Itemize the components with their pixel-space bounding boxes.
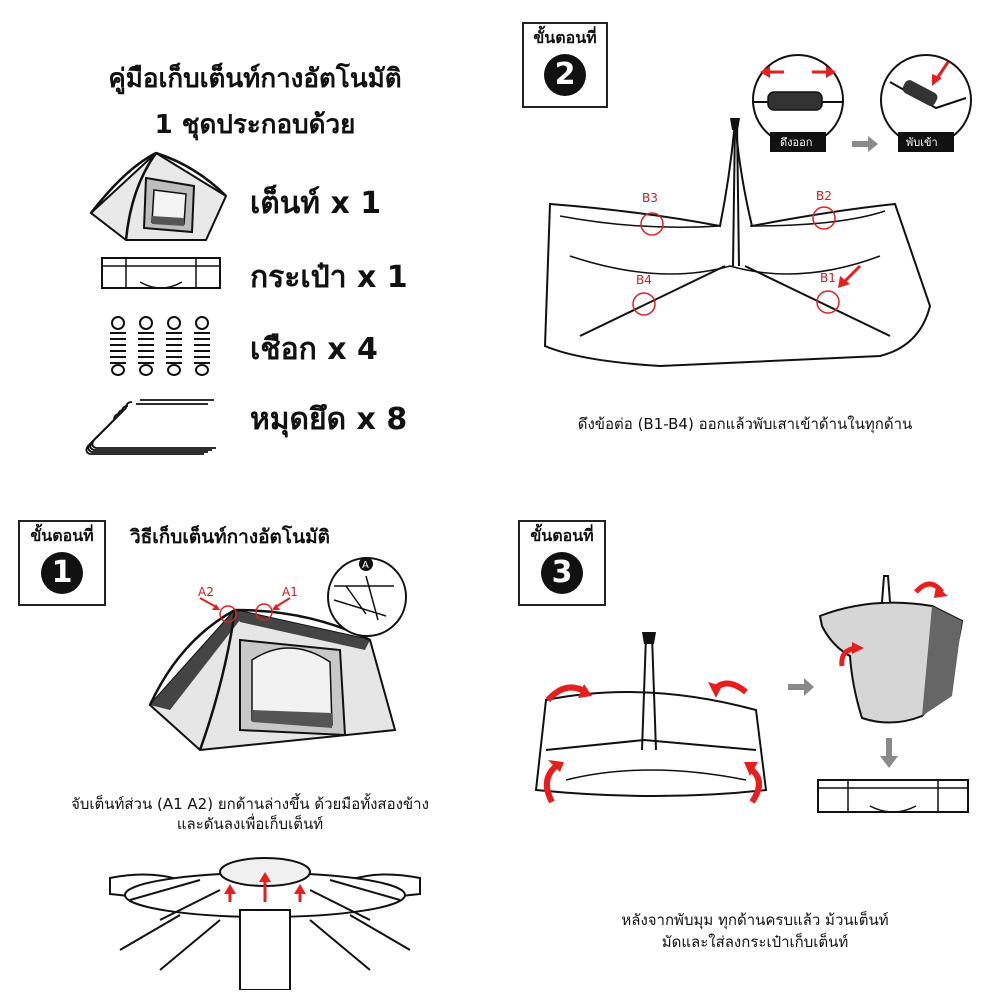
step2-callout-b3: B3 bbox=[642, 191, 658, 205]
step1-caption-line1: จับเต็นท์ส่วน (A1 A2) ยกด้านล่างขึ้น ด้ว… bbox=[71, 795, 429, 813]
step3-caption-line1: หลังจากพับมุม ทุกด้านครบแล้ว ม้วนเต็นท์ bbox=[621, 911, 889, 929]
rope-icon bbox=[110, 316, 210, 376]
step1-number: 1 bbox=[41, 552, 83, 594]
step2-fold-detail: พับเข้า bbox=[880, 54, 972, 152]
step2-pull-detail: ดึงออก bbox=[752, 54, 844, 152]
step2-callout-b2: B2 bbox=[816, 189, 832, 203]
step3-bag-illustration bbox=[817, 779, 969, 813]
step1-heading: วิธีเก็บเต็นท์กางอัตโนมัติ bbox=[130, 526, 330, 548]
kit-item-bag-label: กระเป๋า x 1 bbox=[250, 260, 408, 295]
step1-callout-a2: A2 bbox=[198, 585, 214, 599]
kit-title: คู่มือเก็บเต็นท์กางอัตโนมัติ bbox=[108, 64, 402, 94]
step1-badge: ขั้นตอนที่ 1 bbox=[18, 520, 106, 606]
step2-fold-tag: พับเข้า bbox=[906, 136, 938, 149]
step3-caption-line2: มัดและใส่ลงกระเป๋าเก็บเต็นท์ bbox=[661, 933, 849, 951]
kit-item-tent-label: เต็นท์ x 1 bbox=[250, 186, 382, 221]
step1-label: ขั้นตอนที่ bbox=[30, 526, 94, 545]
step3-number: 3 bbox=[541, 552, 583, 594]
step2-badge: ขั้นตอนที่ 2 bbox=[522, 22, 608, 108]
step2-label: ขั้นตอนที่ bbox=[533, 28, 597, 47]
step3-label: ขั้นตอนที่ bbox=[530, 526, 594, 545]
step2-tent-illustration: B3 B2 B4 B1 bbox=[543, 118, 932, 368]
bag-icon bbox=[101, 257, 221, 289]
step2-gray-arrow bbox=[852, 136, 878, 152]
kit-item-rope-label: เชือก x 4 bbox=[250, 332, 378, 367]
step2-caption: ดึงข้อต่อ (B1-B4) ออกแล้วพับเสาเข้าด้านใ… bbox=[577, 415, 913, 433]
step3-badge: ขั้นตอนที่ 3 bbox=[518, 520, 606, 606]
step3-gray-arrow-down bbox=[880, 738, 898, 768]
step3-rolled-tent-illustration bbox=[818, 575, 964, 724]
step3-gray-arrow-right bbox=[788, 678, 814, 696]
step1-tent-illustration: A2 A1 bbox=[148, 585, 397, 752]
step2-callout-b1: B1 bbox=[820, 271, 836, 285]
step1-inset-detail: A bbox=[327, 557, 407, 637]
step1-callout-a1: A1 bbox=[282, 585, 298, 599]
step2-pull-tag: ดึงออก bbox=[780, 136, 812, 149]
step2-callout-b4: B4 bbox=[636, 273, 652, 287]
step1-hands-illustration bbox=[109, 857, 421, 990]
kit-subtitle: 1 ชุดประกอบด้วย bbox=[154, 110, 356, 140]
step2-number: 2 bbox=[544, 54, 586, 96]
tent-icon bbox=[89, 151, 228, 241]
peg-icon bbox=[85, 399, 216, 455]
step1-inset-badge: A bbox=[362, 560, 369, 571]
step3-fold-corners-illustration bbox=[534, 632, 768, 804]
kit-item-peg-label: หมุดยึด x 8 bbox=[250, 402, 408, 437]
step1-caption-line2: และดันลงเพื่อเก็บเต็นท์ bbox=[176, 815, 324, 833]
